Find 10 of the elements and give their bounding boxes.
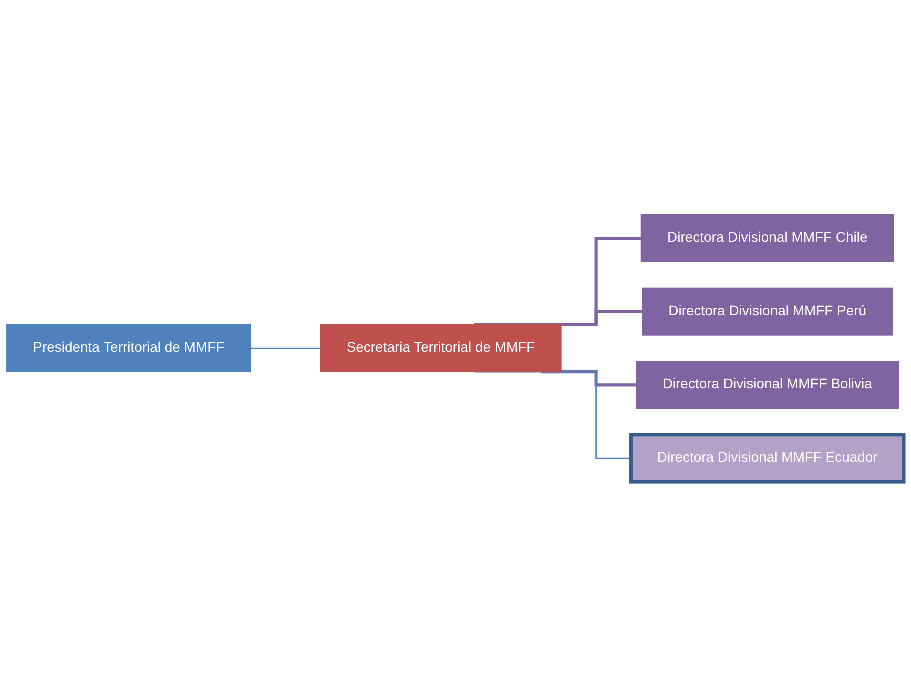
node-box: Directora Divisional MMFF Perú [642,288,894,336]
node-box: Directora Divisional MMFF Bolivia [636,361,900,410]
node-box: Presidenta Territorial de MMFF [6,324,252,372]
connector [540,370,638,387]
connector [250,348,322,350]
node-box: Secretaria Territorial de MMFF [320,324,562,372]
node-box: Directora Divisional MMFF Chile [640,214,894,263]
node-box: Directora Divisional MMFF Ecuador [629,433,906,484]
connector [540,310,644,326]
connector [474,236,643,326]
